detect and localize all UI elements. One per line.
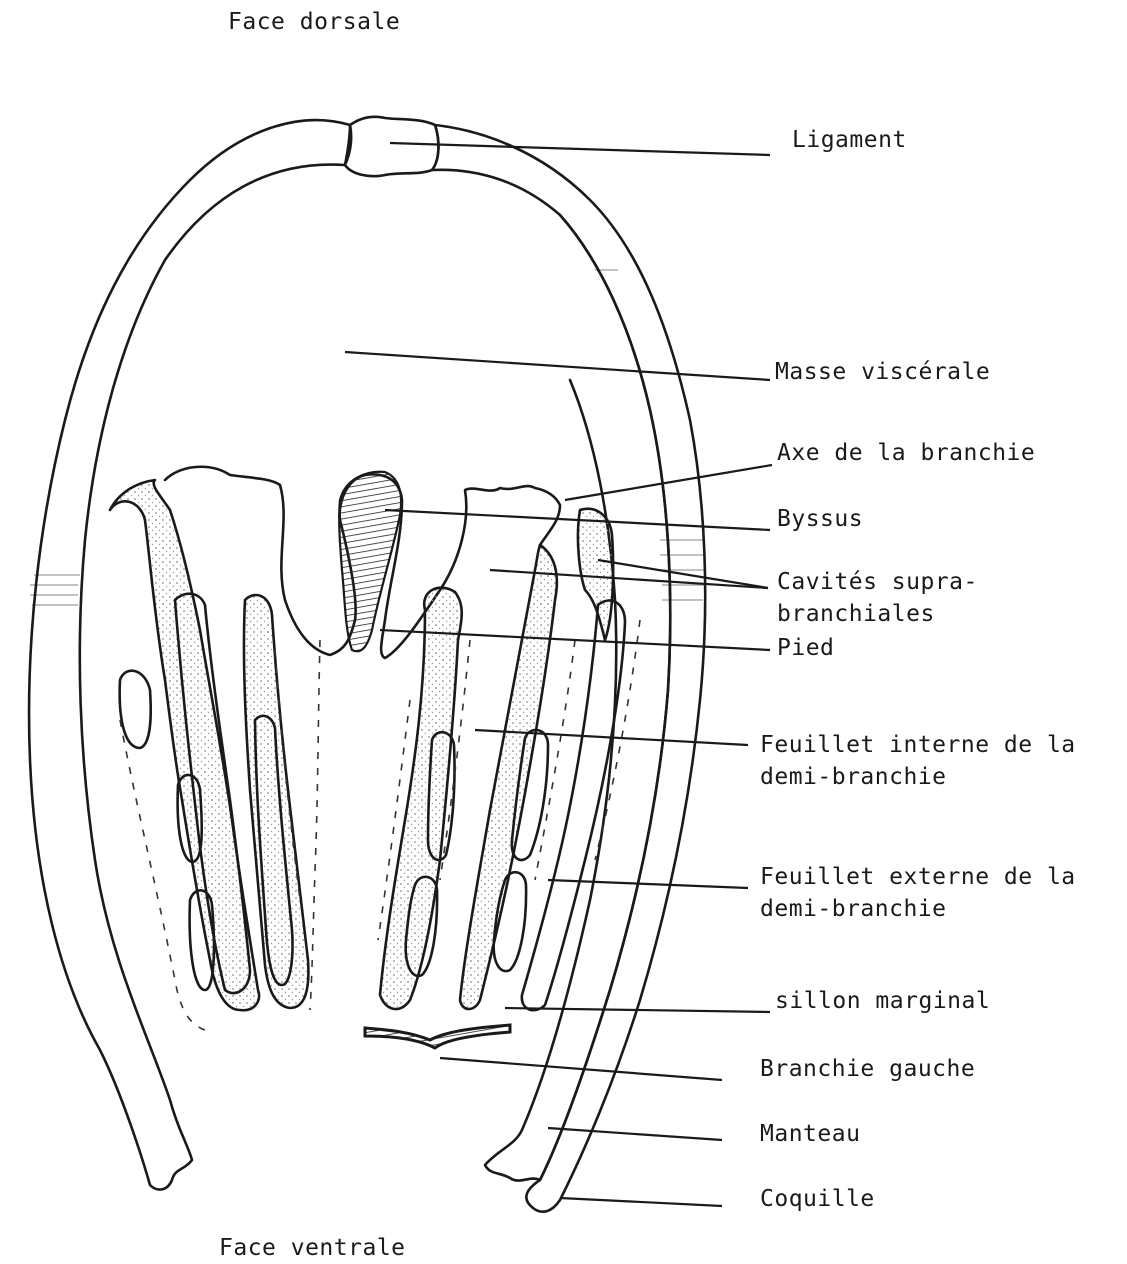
- feuillet-interne-line-1: Feuillet interne de la: [760, 729, 1076, 761]
- right-gill-middle-lamella: [460, 545, 557, 1009]
- pied-label: Pied: [777, 632, 834, 664]
- byssus-label: Byssus: [777, 503, 863, 535]
- cavites-line-2: branchiales: [777, 598, 978, 630]
- right-shell-valve: [432, 125, 705, 1212]
- right-gill-inner-lamella: [380, 588, 462, 1009]
- feuillet-externe-line-1: Feuillet externe de la: [760, 861, 1076, 893]
- cavites-supra-branchiales-label: Cavités supra- branchiales: [777, 566, 978, 630]
- leader-ligament: [390, 143, 770, 155]
- masse-viscerale-label: Masse viscérale: [775, 356, 990, 388]
- left-gill-base: [365, 1025, 510, 1048]
- face-ventrale-label: Face ventrale: [219, 1232, 406, 1264]
- leader-axe-branchie: [565, 465, 772, 500]
- leader-lines: [345, 143, 772, 1206]
- ligament-label: Ligament: [792, 124, 907, 156]
- coquille-label: Coquille: [760, 1183, 875, 1215]
- feuillet-externe-label: Feuillet externe de la demi-branchie: [760, 861, 1076, 925]
- leader-masse-viscerale: [345, 352, 770, 380]
- feuillet-interne-line-2: demi-branchie: [760, 761, 1076, 793]
- feuillet-interne-label: Feuillet interne de la demi-branchie: [760, 729, 1076, 793]
- sillon-marginal-label: sillon marginal: [775, 985, 990, 1017]
- byssus-shape: [339, 472, 401, 652]
- manteau-label: Manteau: [760, 1118, 860, 1150]
- face-dorsale-label: Face dorsale: [228, 6, 400, 38]
- feuillet-externe-line-2: demi-branchie: [760, 893, 1076, 925]
- axe-branchie-label: Axe de la branchie: [777, 437, 1035, 469]
- leader-manteau: [548, 1128, 722, 1140]
- branchie-gauche-label: Branchie gauche: [760, 1053, 975, 1085]
- cavites-line-1: Cavités supra-: [777, 566, 978, 598]
- leader-coquille: [560, 1198, 722, 1206]
- ligament-shape: [345, 117, 438, 176]
- left-gill-inner-lamella: [244, 595, 308, 1008]
- leader-cavites-2: [598, 560, 768, 588]
